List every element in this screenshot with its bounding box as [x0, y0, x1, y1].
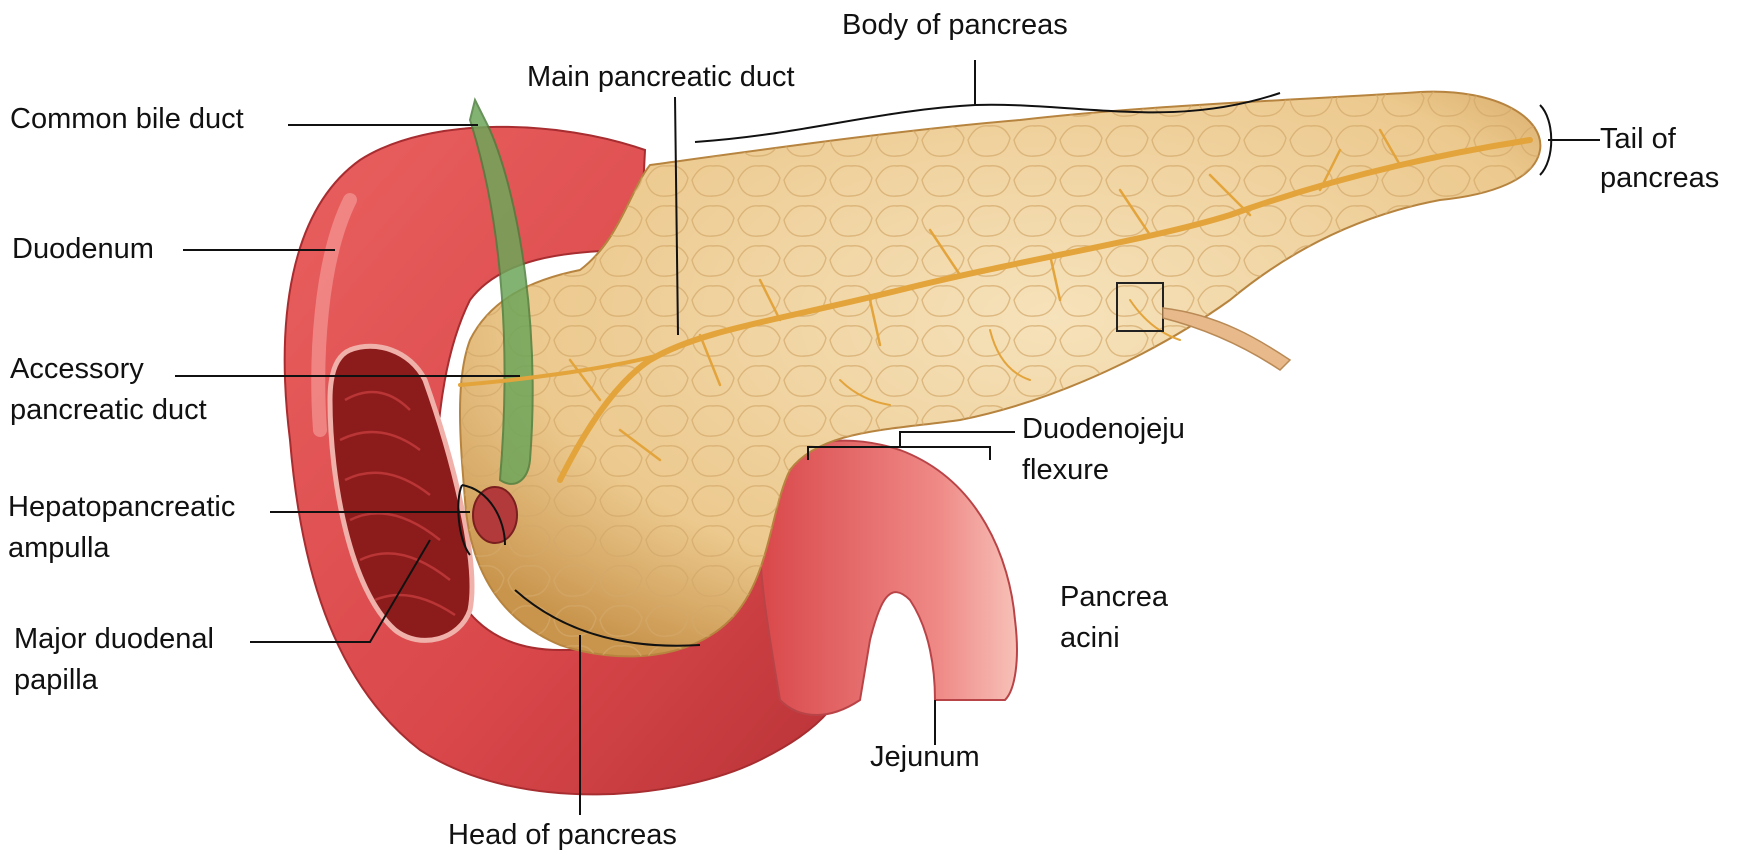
label-major-duodenal-papilla: Major duodenal papilla [14, 622, 214, 698]
label-accessory-pancreatic-duct: Accessory pancreatic duct [10, 352, 207, 428]
label-text-line-2: papilla [14, 663, 214, 698]
label-text-line-2: pancreas [1600, 161, 1719, 196]
label-text-line-2: ampulla [8, 531, 235, 566]
label-text-line-2: acini [1060, 621, 1168, 656]
hepatopancreatic-ampulla-shape [473, 487, 517, 543]
label-text: Duodenum [12, 232, 154, 267]
leader-tail [1540, 105, 1600, 175]
label-text-line-1: Duodenojeju [1022, 412, 1185, 447]
label-common-bile-duct: Common bile duct [10, 102, 244, 137]
label-text-line-1: Tail of [1600, 122, 1719, 157]
label-text: Head of pancreas [448, 818, 677, 853]
jejunum-shape [759, 441, 1017, 715]
label-pancreatic-acini: Pancrea acini [1060, 580, 1168, 656]
acini-pointer [1163, 308, 1290, 370]
label-text-line-1: Accessory [10, 352, 207, 387]
label-tail-of-pancreas: Tail of pancreas [1600, 122, 1719, 196]
label-duodenum: Duodenum [12, 232, 154, 267]
label-hepatopancreatic-ampulla: Hepatopancreatic ampulla [8, 490, 235, 566]
label-text: Body of pancreas [842, 8, 1068, 43]
label-text-line-2: flexure [1022, 453, 1185, 488]
label-text-line-2: pancreatic duct [10, 393, 207, 428]
label-text: Main pancreatic duct [527, 60, 795, 95]
label-text-line-1: Hepatopancreatic [8, 490, 235, 525]
label-head-of-pancreas: Head of pancreas [448, 818, 677, 853]
label-main-pancreatic-duct: Main pancreatic duct [527, 60, 795, 95]
label-text-line-1: Pancrea [1060, 580, 1168, 615]
label-text-line-1: Major duodenal [14, 622, 214, 657]
label-text: Jejunum [870, 740, 980, 775]
label-text: Common bile duct [10, 102, 244, 137]
label-jejunum: Jejunum [870, 740, 980, 775]
label-body-of-pancreas: Body of pancreas [842, 8, 1068, 43]
label-duodenojejunal-flexure: Duodenojeju flexure [1022, 412, 1185, 488]
